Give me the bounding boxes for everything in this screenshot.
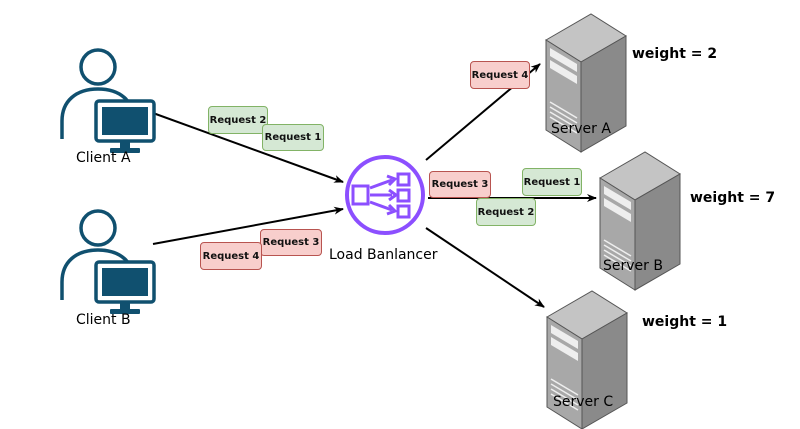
server-c-weight: weight = 1 <box>642 314 728 330</box>
request-box: Request 4 <box>200 242 262 270</box>
request-box: Request 2 <box>476 198 536 226</box>
load-balancer-label: Load Banlancer <box>329 247 438 263</box>
arrow-client-a-to-lb <box>152 112 344 183</box>
client-b-icon <box>60 209 156 316</box>
arrow-lb-to-server-c <box>425 227 545 308</box>
request-box: Request 1 <box>262 124 324 151</box>
request-box: Request 2 <box>208 106 268 134</box>
server-b-weight: weight = 7 <box>690 190 776 206</box>
load-balancer-icon <box>345 155 425 235</box>
server-c-label: Server C <box>553 394 614 410</box>
client-b-label: Client B <box>76 312 131 328</box>
request-box: Request 1 <box>522 168 582 196</box>
request-box: Request 3 <box>260 229 322 256</box>
request-box: Request 4 <box>470 61 530 89</box>
server-b-label: Server B <box>603 258 663 274</box>
request-box: Request 3 <box>429 171 491 198</box>
arrow-client-b-to-lb <box>152 206 344 245</box>
client-a-label: Client A <box>76 150 131 166</box>
server-a-weight: weight = 2 <box>632 46 718 62</box>
server-a-label: Server A <box>551 121 611 137</box>
client-a-icon <box>60 48 156 155</box>
